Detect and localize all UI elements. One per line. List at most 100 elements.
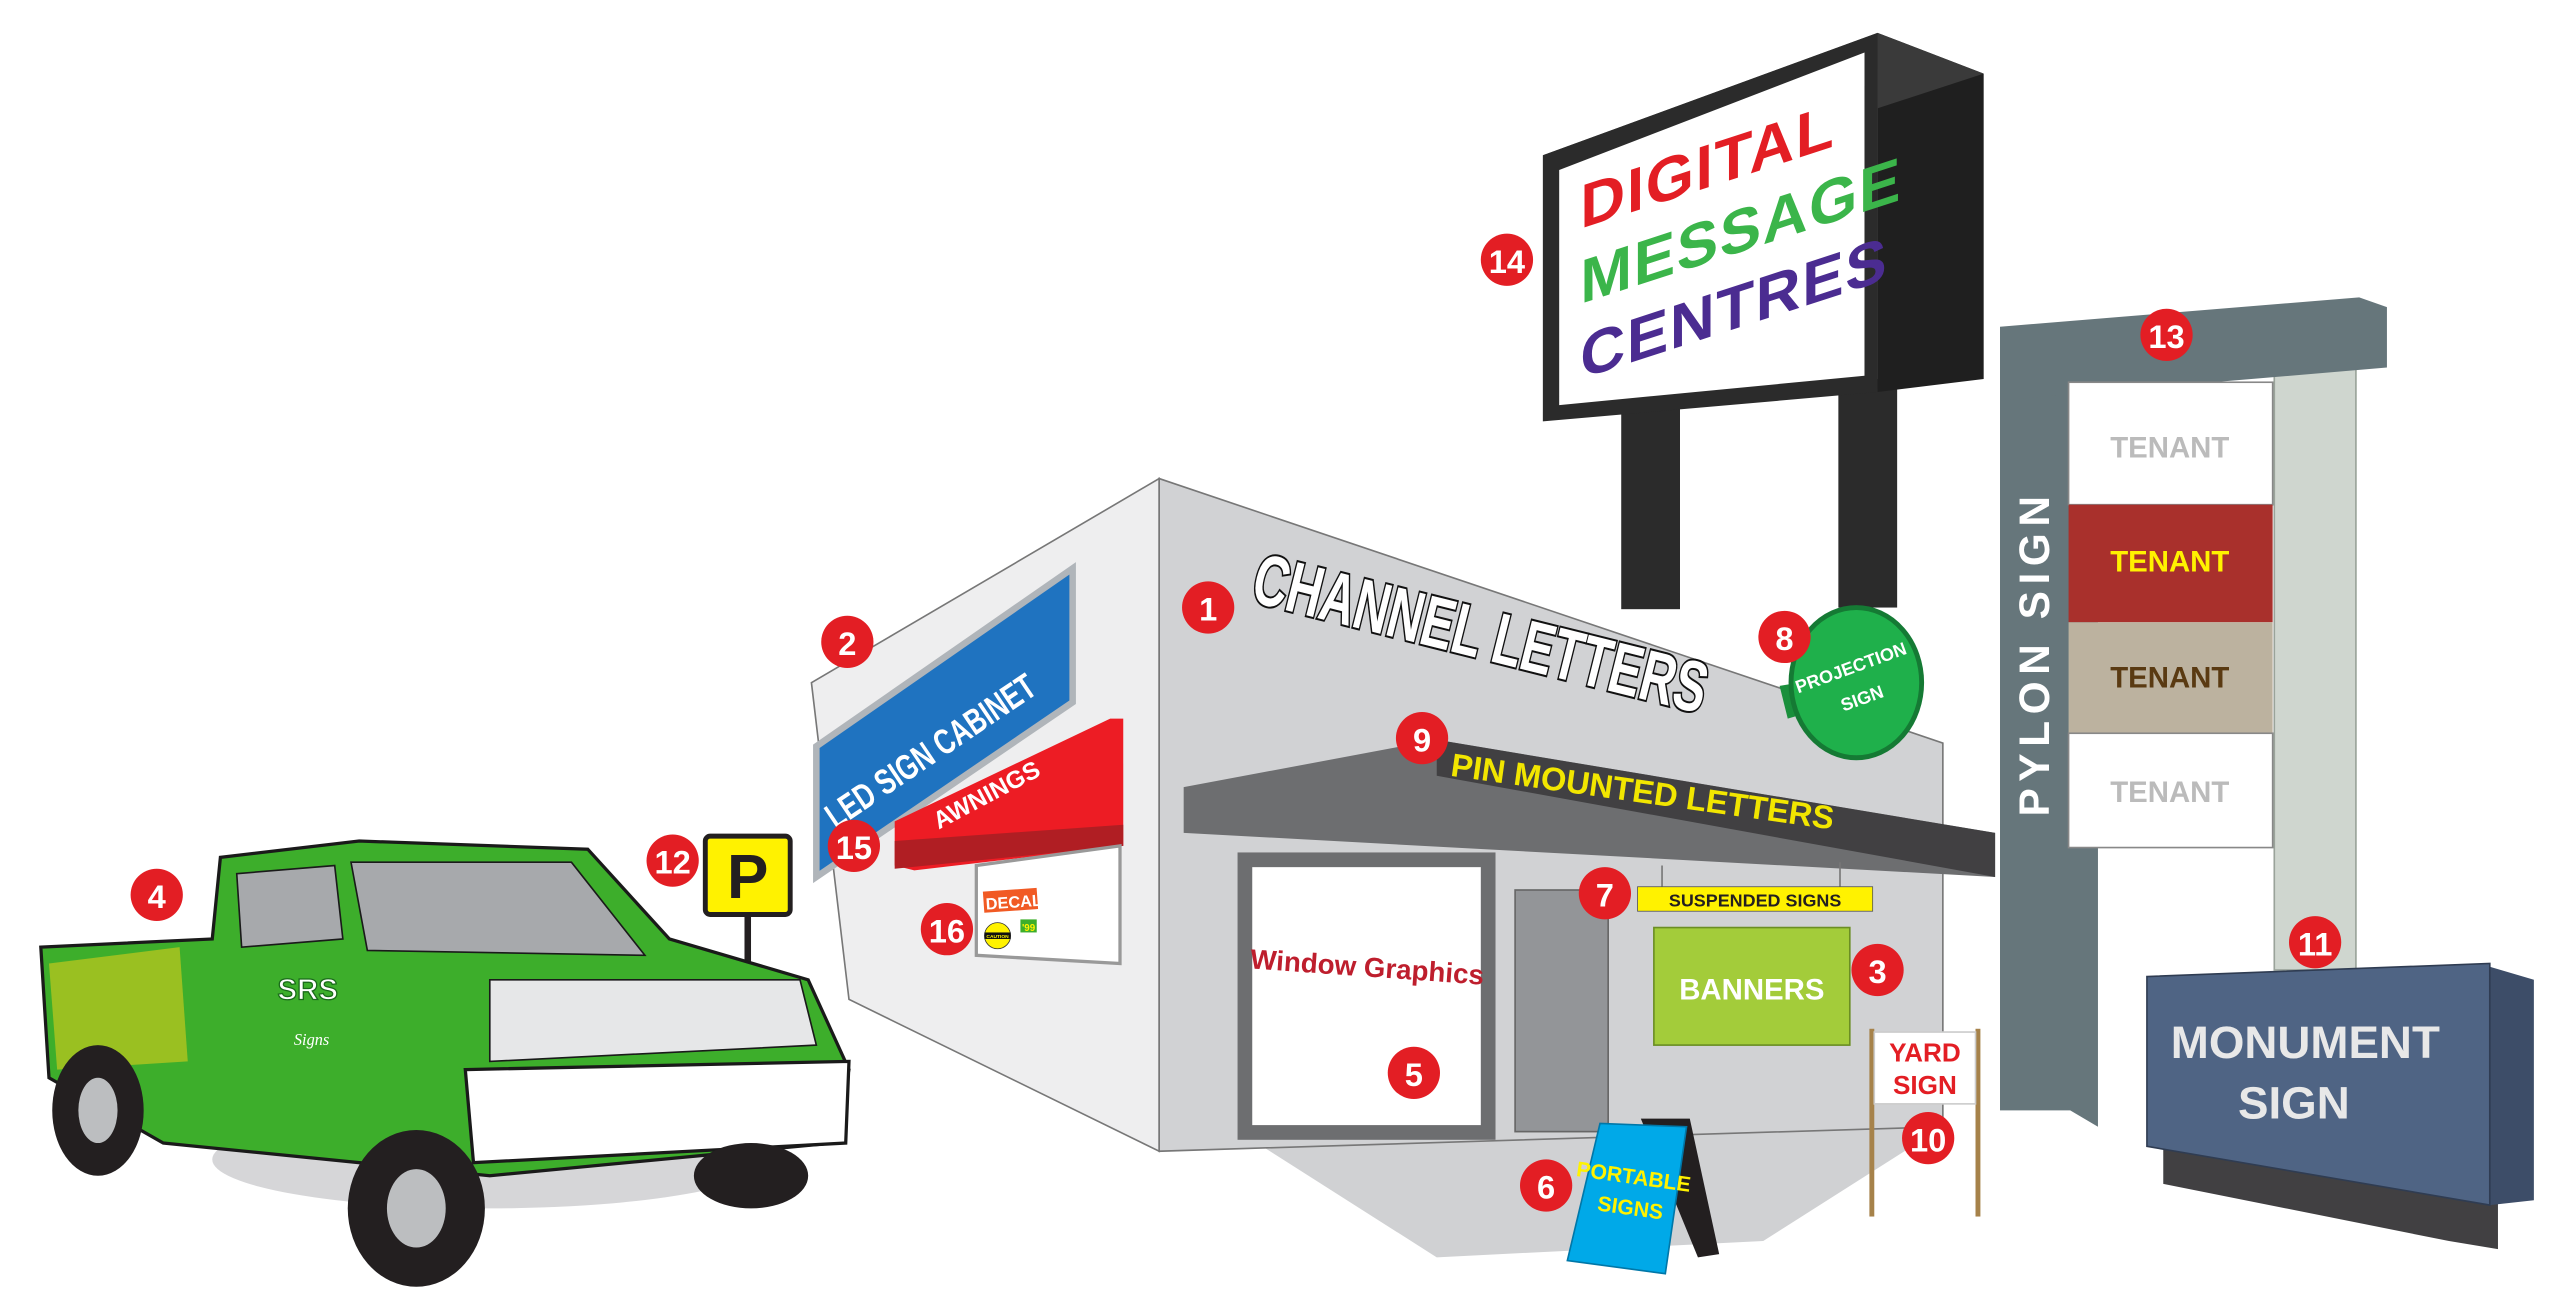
badge-circle — [1395, 712, 1449, 765]
badge-circle — [646, 834, 699, 887]
badge-11: 11 — [2288, 916, 2342, 969]
truck-windshield — [350, 861, 647, 957]
portable-sign: PORTABLE SIGNS — [1566, 1118, 1720, 1275]
badge-7: 7 — [1578, 867, 1632, 920]
truck-grille — [488, 978, 818, 1063]
badge-16: 16 — [920, 903, 974, 956]
truck-logo-sub: Signs — [294, 1030, 329, 1049]
badge-12: 12 — [646, 834, 699, 887]
yard-sign-line-1: YARD — [1889, 1037, 1961, 1067]
portable-sign-board — [1566, 1122, 1688, 1275]
year-sticker — [1020, 919, 1037, 933]
monument-sign: MONUMENT SIGN — [2146, 962, 2534, 1250]
decals-text: DECALS — [985, 891, 1053, 914]
badge-circle — [130, 868, 183, 922]
projection-sign — [1788, 605, 1925, 761]
monument-line-1: MONUMENT — [2171, 1017, 2440, 1068]
tenant-text-2: TENANT — [2110, 546, 2229, 579]
suspended-sign — [1637, 886, 1874, 912]
banners-text: BANNERS — [1679, 973, 1824, 1006]
badge-circle — [1387, 1046, 1440, 1099]
digital-sign-pole-left — [1621, 405, 1680, 610]
yard-sign: YARD SIGN — [1869, 1028, 1981, 1217]
badge-14: 14 — [1480, 233, 1534, 286]
tenant-panel-3 — [2068, 622, 2273, 734]
truck-side-window — [235, 864, 344, 949]
door — [1514, 889, 1609, 1133]
tenant-panel-4 — [2067, 732, 2274, 849]
monument-line-2: SIGN — [2238, 1078, 2350, 1129]
badge-circle — [1851, 943, 1904, 997]
badge-number: 12 — [654, 844, 690, 881]
badge-15: 15 — [827, 819, 880, 873]
badge-1: 1 — [1182, 581, 1235, 634]
monument-face — [2146, 962, 2491, 1207]
led-sign-cabinet — [813, 562, 1076, 884]
wrapped-truck: SRS Signs — [39, 839, 851, 1287]
badge-circle — [1902, 1112, 1955, 1165]
truck-bumper — [463, 1059, 851, 1165]
pylon-sign-text: PYLON SIGN — [2011, 489, 2058, 816]
badge-number: 1 — [1199, 591, 1217, 628]
caution-text: CAUTION — [986, 934, 1009, 940]
badge-number: 15 — [836, 829, 872, 866]
parking-letter: P — [727, 843, 768, 912]
badge-number: 7 — [1596, 876, 1614, 913]
badge-number: 14 — [1489, 243, 1525, 280]
badge-8: 8 — [1758, 610, 1811, 664]
yard-sign-board — [1873, 1031, 1977, 1105]
badge-circle — [2288, 916, 2342, 969]
tenant-panel-2 — [2068, 504, 2273, 623]
badge-number: 5 — [1405, 1056, 1423, 1093]
badge-number: 16 — [929, 912, 965, 949]
badge-13: 13 — [2140, 308, 2193, 362]
badge-number: 13 — [2148, 318, 2184, 355]
badge-number: 2 — [838, 625, 856, 662]
badge-circle — [821, 615, 874, 668]
badge-4: 4 — [130, 868, 183, 922]
digital-message-centre: DIGITAL MESSAGE CENTRES — [1542, 32, 1984, 610]
badge-circle — [2140, 308, 2193, 362]
decal-sticker — [982, 887, 1039, 913]
badge-5: 5 — [1387, 1046, 1440, 1099]
badge-circle — [1520, 1159, 1573, 1212]
pylon-top-bar — [2000, 297, 2387, 401]
decals-window — [974, 844, 1122, 966]
pylon-right-pole — [2273, 361, 2357, 971]
year-sticker-text: '99 — [1022, 923, 1036, 934]
badge-number: 11 — [2298, 925, 2333, 962]
badge-number: 8 — [1775, 620, 1793, 657]
badge-number: 3 — [1868, 953, 1886, 990]
badge-circle — [1578, 867, 1632, 920]
badge-circle — [1480, 233, 1534, 286]
badge-circle — [920, 903, 974, 956]
badge-circle — [1182, 581, 1235, 634]
badge-number: 4 — [148, 878, 166, 915]
badge-6: 6 — [1520, 1159, 1573, 1212]
tenant-text-4: TENANT — [2110, 776, 2229, 809]
truck-logo: SRS — [278, 973, 338, 1006]
parking-sign-board — [702, 833, 793, 917]
badge-number: 10 — [1910, 1121, 1946, 1158]
parking-sign: P — [702, 833, 793, 972]
badge-2: 2 — [821, 615, 874, 668]
tenant-text-3: TENANT — [2110, 662, 2229, 695]
digital-sign-pole-right — [1838, 378, 1898, 608]
tenant-text-1: TENANT — [2110, 431, 2229, 464]
canopy — [1183, 739, 1996, 877]
badge-circle — [1758, 610, 1811, 664]
badge-10: 10 — [1902, 1112, 1955, 1165]
badge-circle — [827, 819, 880, 873]
badge-number: 9 — [1413, 721, 1431, 758]
badge-3: 3 — [1851, 943, 1904, 997]
banner — [1653, 926, 1851, 1046]
yard-sign-line-2: SIGN — [1893, 1070, 1957, 1100]
badge-number: 6 — [1537, 1169, 1555, 1206]
window-graphics — [1252, 867, 1481, 1126]
badge-9: 9 — [1395, 712, 1449, 765]
pylon-sign: PYLON SIGN TENANT TENANT TENANT TENANT — [2000, 297, 2387, 1127]
suspended-signs-text: SUSPENDED SIGNS — [1669, 890, 1841, 910]
digital-sign-screen — [1559, 52, 1865, 406]
